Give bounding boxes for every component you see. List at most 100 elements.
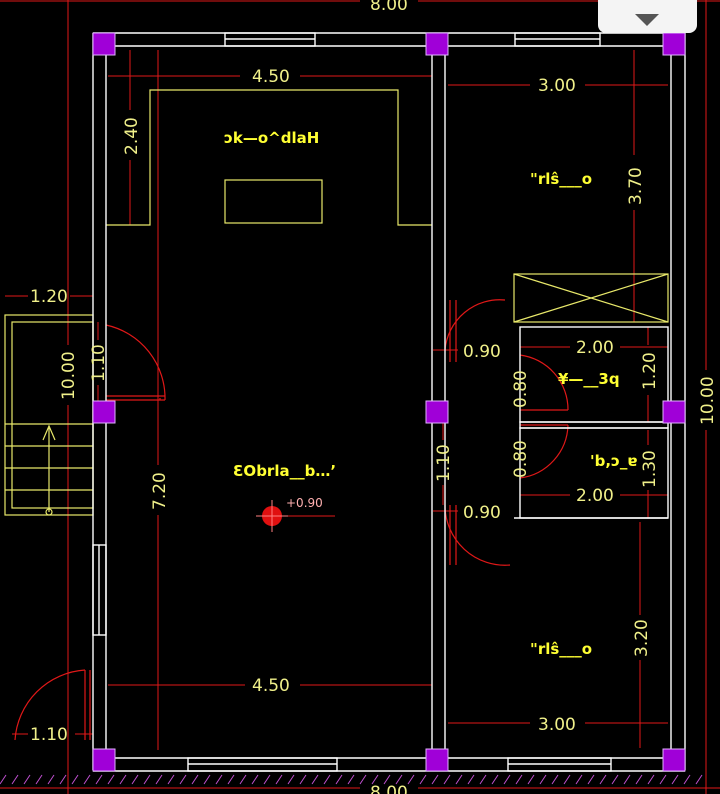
hatch-stroke bbox=[443, 774, 451, 785]
fireplace bbox=[224, 179, 323, 224]
hatch-stroke bbox=[263, 774, 271, 785]
dim-top-total: 8.00 bbox=[370, 0, 408, 15]
hatch-stroke bbox=[419, 774, 427, 785]
label-top-hall: ɔk—o^dlaH bbox=[224, 129, 319, 147]
dim-hall-bottom-width: 4.50 bbox=[252, 676, 290, 696]
label-bath-bottom: 'b,ɔ_ɐ bbox=[590, 452, 638, 470]
hatch-stroke bbox=[323, 774, 331, 785]
dim-room-bottom-height: 3.20 bbox=[632, 619, 652, 657]
label-main-hall: ƐObrla__b…’ bbox=[233, 462, 336, 480]
menu-dropdown-button[interactable] bbox=[598, 0, 697, 33]
hatch-stroke bbox=[359, 774, 367, 785]
hatch-stroke bbox=[95, 774, 103, 785]
hatch-stroke bbox=[383, 774, 391, 785]
hatch-stroke bbox=[11, 774, 19, 785]
column bbox=[425, 400, 449, 424]
column bbox=[425, 32, 449, 56]
dim-bath-door-top: 0.80 bbox=[511, 370, 531, 408]
hatch-stroke bbox=[239, 774, 247, 785]
dim-door-bottom: 0.90 bbox=[463, 503, 501, 523]
hatch-stroke bbox=[227, 774, 235, 785]
hatch-stroke bbox=[503, 774, 511, 785]
hatch-stroke bbox=[671, 774, 679, 785]
dim-room-top-height: 3.70 bbox=[626, 167, 646, 205]
hatch-stroke bbox=[455, 774, 463, 785]
hatch-stroke bbox=[407, 774, 415, 785]
hatch-stroke bbox=[0, 774, 7, 785]
hatch-stroke bbox=[311, 774, 319, 785]
hatch-stroke bbox=[251, 774, 259, 785]
dim-door-top: 0.90 bbox=[463, 342, 501, 362]
hatch-stroke bbox=[155, 774, 163, 785]
hatch-stroke bbox=[191, 774, 199, 785]
hatch-stroke bbox=[23, 774, 31, 785]
hatch-stroke bbox=[599, 774, 607, 785]
dim-bath-width-top: 2.00 bbox=[576, 338, 614, 358]
hatch-stroke bbox=[635, 774, 643, 785]
hatch-stroke bbox=[179, 774, 187, 785]
level-marker-icon bbox=[256, 500, 288, 532]
column bbox=[425, 748, 449, 772]
hatch-stroke bbox=[515, 774, 523, 785]
dim-inner-door: 1.10 bbox=[434, 444, 454, 482]
dim-right-total: 10.00 bbox=[698, 376, 718, 425]
hatch-stroke bbox=[611, 774, 619, 785]
hatch-stroke bbox=[59, 774, 67, 785]
hatch-stroke bbox=[83, 774, 91, 785]
triangle-down-icon bbox=[635, 14, 659, 26]
interior-lines bbox=[4, 89, 669, 516]
column bbox=[662, 32, 686, 56]
column bbox=[92, 32, 116, 56]
label-room-bottom: "rlŝ___o bbox=[530, 640, 592, 658]
hatch-stroke bbox=[335, 774, 343, 785]
dim-hall-height: 7.20 bbox=[150, 472, 170, 510]
dim-recess-depth: 2.40 bbox=[122, 117, 142, 155]
hatch-stroke bbox=[299, 774, 307, 785]
column bbox=[92, 400, 116, 424]
hatch-stroke bbox=[275, 774, 283, 785]
dim-room-top-width: 3.00 bbox=[538, 76, 576, 96]
hatch-stroke bbox=[203, 774, 211, 785]
hatch-stroke bbox=[215, 774, 223, 785]
dim-hall-top-width: 4.50 bbox=[252, 67, 290, 87]
dim-stair-width: 1.20 bbox=[30, 287, 68, 307]
hatch-stroke bbox=[287, 774, 295, 785]
dim-room-bottom-width: 3.00 bbox=[538, 715, 576, 735]
hatch-stroke bbox=[623, 774, 631, 785]
hatch-stroke bbox=[587, 774, 595, 785]
dim-entry-door: 1.10 bbox=[89, 344, 109, 382]
hatch-stroke bbox=[683, 774, 691, 785]
dim-bath-height-bottom: 1.30 bbox=[640, 450, 660, 488]
walls bbox=[92, 32, 686, 772]
hatch-stroke bbox=[527, 774, 535, 785]
hatch-stroke bbox=[695, 774, 703, 785]
column bbox=[92, 748, 116, 772]
hatch-stroke bbox=[71, 774, 79, 785]
dim-left-total: 10.00 bbox=[59, 351, 79, 400]
hatch-stroke bbox=[551, 774, 559, 785]
dim-bottom-total: 8.00 bbox=[370, 783, 408, 794]
hatch-stroke bbox=[371, 774, 379, 785]
dim-side-door: 1.10 bbox=[30, 725, 68, 745]
hatch-stroke bbox=[167, 774, 175, 785]
hatch-stroke bbox=[431, 774, 439, 785]
hatch-stroke bbox=[539, 774, 547, 785]
hatch-stroke bbox=[47, 774, 55, 785]
hatch-stroke bbox=[347, 774, 355, 785]
hatch-stroke bbox=[659, 774, 667, 785]
hatch-stroke bbox=[35, 774, 43, 785]
column bbox=[662, 400, 686, 424]
dim-bath-height-top: 1.20 bbox=[640, 352, 660, 390]
columns bbox=[92, 32, 686, 772]
dim-bath-door-bottom: 0.80 bbox=[511, 440, 531, 478]
hatch-stroke bbox=[479, 774, 487, 785]
label-room-top: "rlŝ___o bbox=[530, 170, 592, 188]
hatch-stroke bbox=[647, 774, 655, 785]
hatch-stroke bbox=[131, 774, 139, 785]
hatch-stroke bbox=[467, 774, 475, 785]
level-label: +0.90 bbox=[286, 496, 323, 510]
hatch-stroke bbox=[143, 774, 151, 785]
hatch-stroke bbox=[395, 774, 403, 785]
